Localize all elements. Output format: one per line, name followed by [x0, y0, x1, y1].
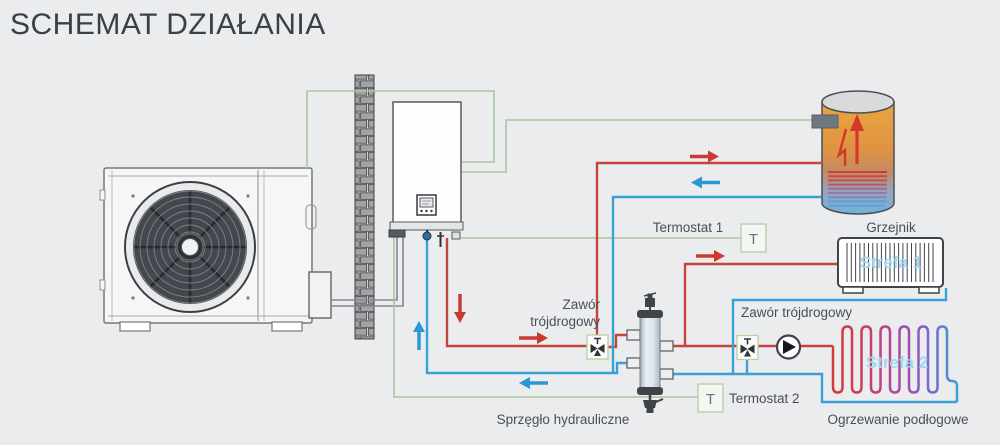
thermostat1-label: Termostat 1 [653, 220, 724, 235]
flow-arrow-right-icon [519, 332, 548, 344]
heat-pump-outdoor-unit [99, 167, 332, 332]
flow-arrow-right-icon [696, 250, 725, 262]
unit-foot [119, 321, 151, 332]
floor-heating-label: Ogrzewanie podłogowe [827, 412, 968, 427]
fan-icon [124, 181, 256, 313]
separator-label: Sprzęgło hydrauliczne [497, 412, 630, 427]
pipe-return-to-unit [425, 238, 628, 375]
pipe-supply-dhw-tank [595, 161, 821, 335]
valve1-label-line2: trójdrogowy [530, 314, 600, 329]
three-way-valve-icon-2 [736, 334, 759, 361]
flow-arrow-right-icon [690, 150, 719, 163]
pipe-fitting [451, 231, 461, 240]
pipe-valve1-to-separator [608, 333, 628, 349]
separator-port [659, 368, 674, 380]
underfloor-heating-coil [831, 325, 959, 402]
wire-tank-sensor [462, 119, 814, 173]
thermostat2-box: T [697, 383, 724, 413]
valve2-label: Zawór trójdrogowy [741, 305, 852, 320]
air-vent-icon [645, 298, 655, 307]
connection-box [308, 271, 332, 319]
separator-port [626, 329, 641, 341]
wire-thermostat2 [393, 236, 698, 398]
tank-coil-icon [828, 171, 887, 207]
control-wires [306, 90, 814, 398]
flow-arrow-up-icon [413, 321, 425, 350]
zone1-label: Strefa 1 [860, 253, 922, 272]
unit-foot [271, 321, 303, 332]
zone2-label: Strefa 2 [866, 353, 928, 372]
circulation-pump-icon [775, 334, 802, 360]
dhw-tank [811, 90, 895, 215]
refrigerant-pipes [331, 230, 404, 307]
thermostat2-label: Termostat 2 [729, 391, 800, 406]
separator-port [626, 357, 641, 369]
wire-outdoor-unit [306, 90, 495, 168]
supply-pipes-red [445, 161, 838, 349]
flow-arrow-left-icon [519, 377, 548, 389]
heat-pump-indoor-unit [388, 101, 464, 247]
radiator-foot [842, 286, 864, 294]
separator-port [659, 340, 674, 352]
pipe-floor-return [673, 372, 957, 404]
thermostat1-box: T [740, 223, 767, 253]
thermostat2-symbol: T [706, 391, 715, 408]
thermostat1-symbol: T [749, 231, 758, 248]
flow-arrow-left-icon [691, 176, 720, 189]
pipe-tank-return [611, 195, 821, 373]
pipe-supply-from-unit [445, 238, 587, 348]
control-panel-icon [416, 194, 437, 216]
page-title: SCHEMAT DZIAŁANIA [10, 8, 326, 41]
tank-sensor-icon [811, 114, 839, 129]
three-way-valve-icon-1 [586, 334, 609, 360]
drain-valve-icon [643, 395, 664, 413]
radiator [837, 237, 944, 294]
pipe-radiator-feed [683, 262, 838, 346]
brick-wall [354, 74, 375, 340]
flow-arrow-down-icon [454, 294, 466, 323]
hydraulic-separator [626, 292, 674, 413]
pipe-radiator-return [731, 288, 948, 374]
valve1-label-line1: Zawór [562, 297, 600, 312]
shutoff-valve-icon [422, 231, 432, 241]
flow-arrows [413, 150, 725, 389]
heating-up-arrow-icon [836, 114, 864, 166]
radiator-foot [918, 286, 940, 294]
radiator-label: Grzejnik [866, 220, 916, 235]
pipe-fitting [388, 229, 406, 238]
return-pipes-blue [425, 195, 957, 404]
